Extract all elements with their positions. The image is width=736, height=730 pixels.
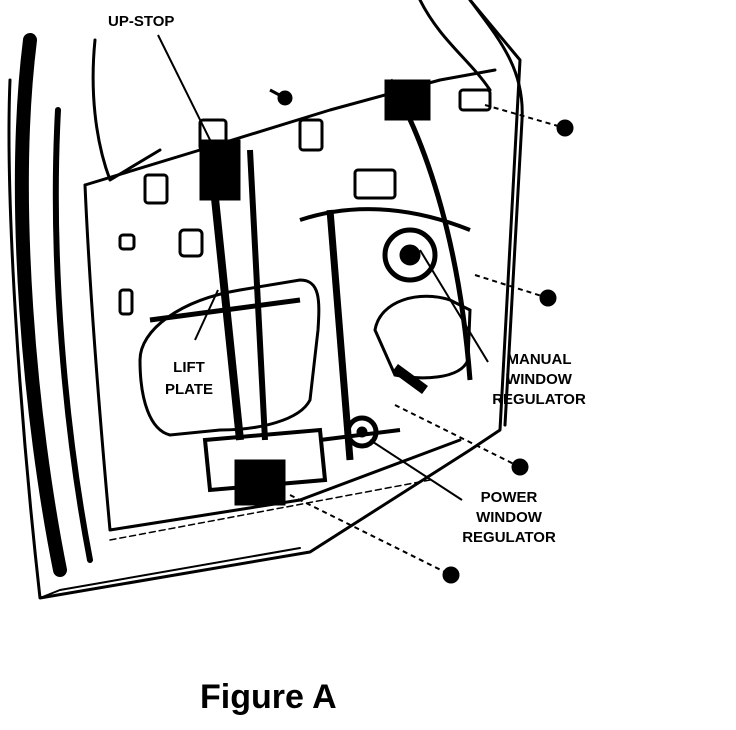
- label-manual-window-regulator: MANUAL WINDOW REGULATOR: [478, 352, 600, 408]
- up-stop-track: [149, 139, 301, 441]
- leader-lift-plate: [194, 289, 219, 341]
- leader-lines: [157, 34, 489, 501]
- power-text-3: REGULATOR: [462, 529, 556, 546]
- lift-plate-text-2: PLATE: [164, 381, 214, 398]
- access-holes: [118, 88, 492, 437]
- manual-text-1: MANUAL: [506, 351, 572, 368]
- power-text-1: POWER: [480, 489, 538, 506]
- manual-text-3: REGULATOR: [492, 391, 586, 408]
- figure-caption: Figure A: [200, 678, 337, 716]
- label-power-window-regulator: POWER WINDOW REGULATOR: [448, 490, 570, 546]
- door-shell: [7, 0, 524, 600]
- power-text-2: WINDOW: [476, 509, 542, 526]
- label-up-stop: UP-STOP: [108, 14, 174, 30]
- leader-manual-regulator: [419, 249, 489, 363]
- label-lift-plate: LIFT PLATE: [158, 360, 220, 398]
- manual-text-2: WINDOW: [506, 371, 572, 388]
- up-stop-text: UP-STOP: [108, 13, 175, 30]
- lift-plate-text-1: LIFT: [173, 359, 205, 376]
- leader-power-regulator: [369, 439, 463, 501]
- leader-up-stop: [157, 34, 216, 151]
- manual-window-regulator-mechanism: [299, 78, 473, 461]
- power-window-regulator-motor: [202, 415, 401, 506]
- fastener-bolts: [269, 88, 574, 584]
